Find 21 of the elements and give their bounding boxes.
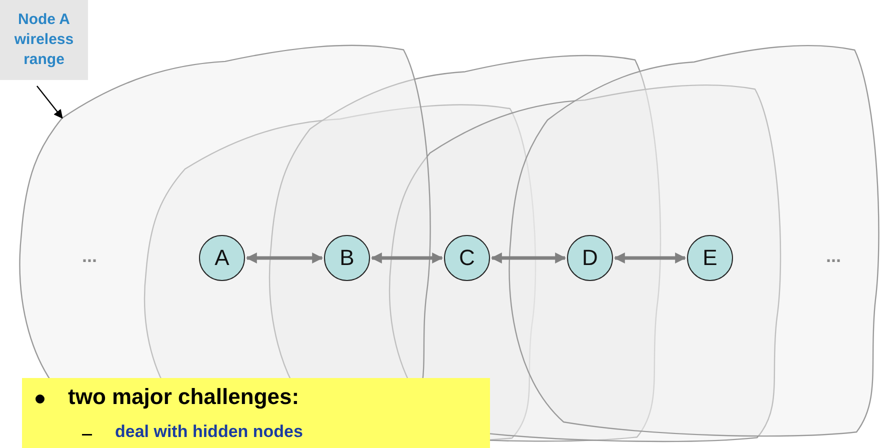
bullet-text: two major challenges: (68, 384, 300, 410)
node-label: D (582, 245, 598, 271)
node-circle (324, 235, 370, 281)
node-circle (567, 235, 613, 281)
node-label: A (214, 245, 230, 271)
ellipsis-label: ... (82, 246, 98, 267)
callout-label: Node A wireless range (0, 0, 88, 80)
double-arrow (614, 252, 686, 264)
double-arrow (246, 252, 324, 264)
node-label: E (702, 245, 718, 271)
node-circle (687, 235, 733, 281)
ellipsis-label: ... (826, 246, 842, 267)
node-label: B (340, 245, 354, 271)
double-arrow (370, 252, 444, 264)
leader-arrow (36, 86, 63, 119)
note-panel (22, 378, 490, 448)
sub-bullet-text: deal with hidden nodes (115, 422, 303, 442)
node-circle (444, 235, 490, 281)
node-circle (199, 235, 245, 281)
double-arrow (490, 252, 566, 264)
node-label: C (459, 245, 475, 271)
